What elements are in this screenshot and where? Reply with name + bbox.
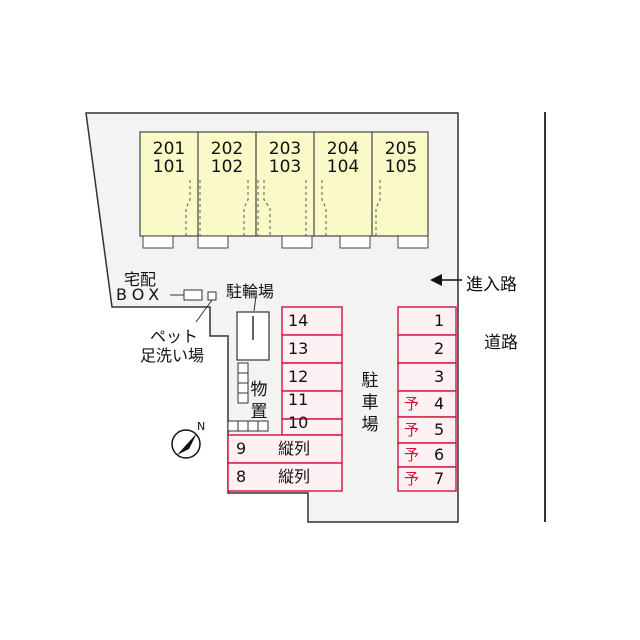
parking-slot: 11 xyxy=(282,386,342,414)
reserved-mark: 予 xyxy=(404,446,420,464)
slot-number: 10 xyxy=(288,413,309,432)
slot-number: 1 xyxy=(434,311,445,330)
unit-lower-number: 101 xyxy=(152,157,186,177)
storage-label: 物 置 xyxy=(250,380,268,422)
unit-upper-number: 201 xyxy=(152,139,186,159)
parking-slot: 10 xyxy=(282,409,342,437)
unit-4: 204 104 xyxy=(314,132,372,232)
reserved-mark: 予 xyxy=(404,470,420,488)
slot-number: 7 xyxy=(434,469,445,488)
slot-number: 11 xyxy=(288,390,309,409)
parking-slot: 1 xyxy=(398,307,456,335)
compass-icon xyxy=(171,429,201,459)
road-label: 道路 xyxy=(484,333,518,353)
unit-3: 203 103 xyxy=(256,132,314,232)
parking-slot: 予 6 xyxy=(398,441,456,469)
unit-lower-number: 102 xyxy=(210,157,244,177)
slot-number: 3 xyxy=(434,367,445,386)
entrance-arrow xyxy=(430,274,462,286)
slot-number: 4 xyxy=(434,394,445,413)
building xyxy=(139,131,429,249)
unit-upper-number: 202 xyxy=(210,139,244,159)
parking-slot: 予 5 xyxy=(398,416,456,444)
parking-left xyxy=(227,306,343,492)
slot-number: 2 xyxy=(434,339,445,358)
north-label: N xyxy=(197,420,206,433)
unit-upper-number: 203 xyxy=(268,139,302,159)
slot-number: 13 xyxy=(288,339,309,358)
parking-slot: 2 xyxy=(398,335,456,363)
delivery-box-label: 宅配 xyxy=(124,270,157,289)
pet-wash-label: ペット xyxy=(150,327,199,346)
parking-slot: 3 xyxy=(398,363,456,391)
unit-2: 202 102 xyxy=(198,132,256,232)
parking-slot: 14 xyxy=(282,307,342,335)
bicycle-parking-label: 駐輪場 xyxy=(226,282,275,301)
parking-slot: 13 xyxy=(282,335,342,363)
slot-number: 8 xyxy=(236,467,247,486)
unit-upper-number: 204 xyxy=(326,139,360,159)
slot-number: 6 xyxy=(434,445,445,464)
slot-number: 12 xyxy=(288,367,309,386)
entrance-label: 進入路 xyxy=(466,275,517,295)
unit-lower-number: 104 xyxy=(326,157,360,177)
slot-number: 5 xyxy=(434,420,445,439)
parking-slot: 予 4 xyxy=(398,390,456,418)
slot-tag: 縦列 xyxy=(278,467,311,486)
delivery-box xyxy=(183,289,203,301)
parking-slot: 8 縦列 xyxy=(228,463,342,491)
parking-right xyxy=(397,306,457,492)
slot-tag: 縦列 xyxy=(278,439,311,458)
pet-wash-label-2: 足洗い場 xyxy=(140,346,205,365)
unit-upper-number: 205 xyxy=(384,139,418,159)
parking-label: 駐 車 場 xyxy=(361,371,379,435)
parking-slot: 12 xyxy=(282,363,342,391)
parking-slot: 9 縦列 xyxy=(228,435,342,463)
unit-5: 205 105 xyxy=(372,132,430,232)
reserved-mark: 予 xyxy=(404,395,420,413)
storage-units xyxy=(227,362,269,432)
slot-number: 9 xyxy=(236,439,247,458)
delivery-box-label-2: BOX xyxy=(116,285,165,304)
pet-wash-station xyxy=(207,291,217,301)
unit-1: 201 101 xyxy=(140,132,198,232)
unit-lower-number: 105 xyxy=(384,157,418,177)
slot-number: 14 xyxy=(288,311,309,330)
unit-lower-number: 103 xyxy=(268,157,302,177)
parking-slot: 予 7 xyxy=(398,465,456,493)
reserved-mark: 予 xyxy=(404,421,420,439)
